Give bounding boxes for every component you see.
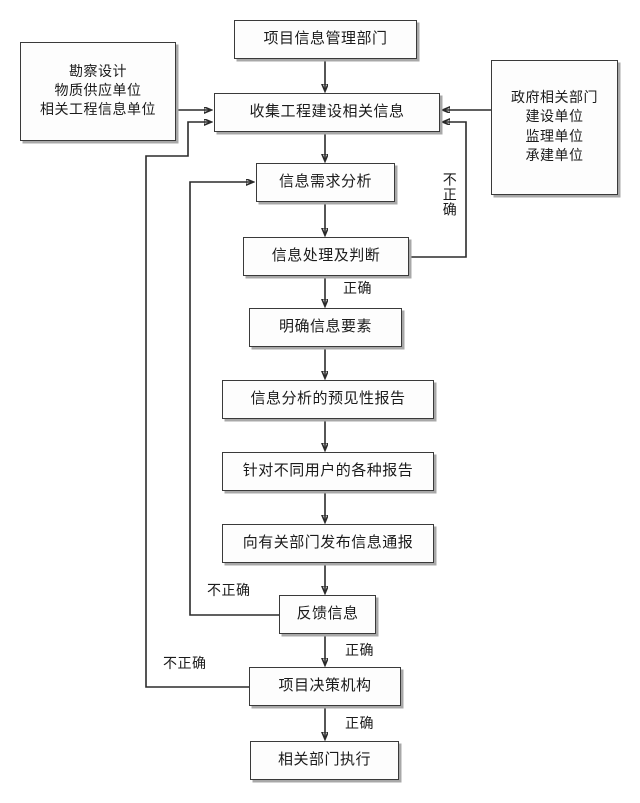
node-label: 勘察设计 [69,64,127,80]
node-label: 承建单位 [525,148,584,164]
node-label: 信息分析的预见性报告 [250,391,406,408]
node-label: 相关工程信息单位 [40,103,156,119]
edge-process-incorrect-to-collect [409,122,467,258]
node-label: 监理单位 [525,129,584,145]
node-label: 项目决策机构 [278,678,372,695]
node-feedback-info[interactable]: 反馈信息 [279,595,376,634]
edge-label-incorrect-judge: 不正确 [440,172,456,217]
node-label: 政府相关部门 [511,90,598,106]
node-label: 项目信息管理部门 [263,31,388,48]
node-label: 反馈信息 [296,606,359,623]
node-label: 收集工程建设相关信息 [249,104,405,121]
node-predictive-report[interactable]: 信息分析的预见性报告 [222,380,434,419]
node-right-sources[interactable]: 政府相关部门建设单位监理单位承建单位 [491,60,618,195]
node-label: 信息处理及判断 [271,248,381,265]
node-demand-analysis[interactable]: 信息需求分析 [256,163,395,202]
node-clarify-elements[interactable]: 明确信息要素 [249,308,402,347]
node-user-reports[interactable]: 针对不同用户的各种报告 [222,452,434,491]
node-left-sources[interactable]: 勘察设计物质供应单位相关工程信息单位 [20,42,176,141]
edge-label-correct-judge: 正确 [343,282,372,297]
node-dept-execute[interactable]: 相关部门执行 [250,741,399,780]
node-label: 相关部门执行 [277,752,371,769]
node-process-judge[interactable]: 信息处理及判断 [243,237,409,276]
node-label: 针对不同用户的各种报告 [242,463,414,480]
edge-label-correct-feedback: 正确 [345,644,374,659]
node-label: 建设单位 [525,110,584,126]
node-label: 信息需求分析 [278,174,372,191]
node-label: 明确信息要素 [278,319,372,336]
edge-label-correct-decision: 正确 [345,717,374,732]
node-collect-info[interactable]: 收集工程建设相关信息 [214,93,440,132]
node-label: 向有关部门发布信息通报 [242,535,414,552]
edge-label-incorrect-feedback: 不正确 [207,584,251,599]
node-publish-bulletin[interactable]: 向有关部门发布信息通报 [222,524,434,563]
node-label: 物质供应单位 [54,83,142,99]
node-project-info-dept[interactable]: 项目信息管理部门 [234,20,417,59]
node-decision-body[interactable]: 项目决策机构 [249,667,401,706]
edge-label-incorrect-decision: 不正确 [163,657,207,672]
